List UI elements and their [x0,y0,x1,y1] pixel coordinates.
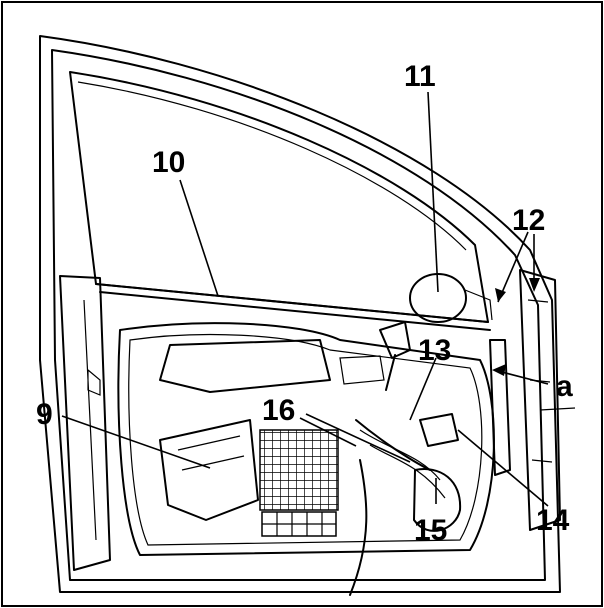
arrow-12b [529,278,540,292]
module-9-detail [177,435,245,471]
window-glass [69,71,489,323]
handle-detail [339,355,385,385]
leader-16b [305,413,411,463]
rear-edge-detail [527,299,576,463]
door-frame-inner [51,49,546,581]
callout-10: 10 [152,146,185,179]
armrest [159,339,331,393]
callout-a: a [556,370,573,403]
callout-12: 12 [512,204,545,237]
mirror-mount [464,289,493,321]
window-glass-inner [77,81,467,251]
leader-10 [179,179,219,297]
leader-14 [457,429,549,507]
belt-strip [95,283,491,331]
callout-15: 15 [414,514,447,547]
arrow-12a [495,288,506,302]
door-frame-outer [39,35,561,593]
front-pillar [59,275,111,571]
latch-area [489,339,511,476]
inner-panel-cutout-2 [128,333,483,546]
callout-16: 16 [262,394,295,427]
module-9 [159,419,259,521]
front-pillar-detail [83,299,101,541]
callout-14: 14 [536,504,570,537]
callout-9: 9 [36,398,53,431]
mirror-housing [409,273,467,323]
wiring-loom [359,429,446,499]
lower-blocks-div [262,512,336,536]
leader-9 [61,415,211,469]
leader-12a [497,231,529,303]
motor-14 [419,413,459,447]
callout-11: 11 [404,60,436,93]
arrow-a [492,364,506,376]
leader-16a [299,417,357,447]
leader-13 [409,357,437,421]
leader-11 [427,91,439,293]
rear-edge [519,269,561,531]
grid-panel [259,429,339,511]
lock-mechanism [379,321,411,391]
callout-13: 13 [418,334,451,367]
connector-15 [413,468,462,532]
